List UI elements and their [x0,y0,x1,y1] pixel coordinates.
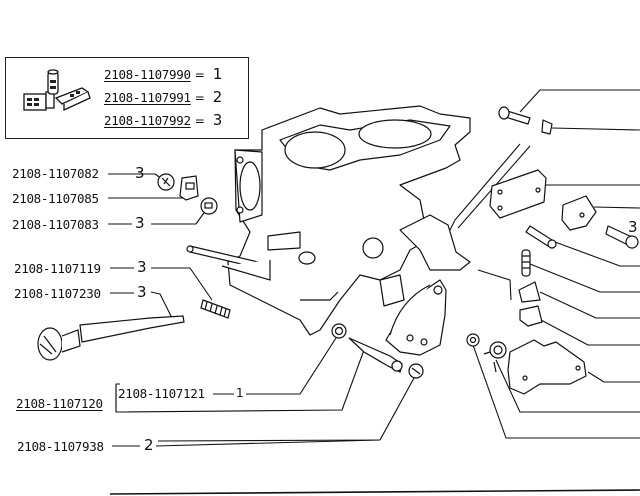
legend-part-number: 2108-1107990 [104,67,191,82]
callout-part-number: 2108-1107119 [14,261,101,276]
leader-line [151,209,207,225]
legend-row: 2108-1107991= 2 [104,87,222,106]
leader-line [495,359,640,413]
callout-part-number: 2108-1107230 [14,286,101,301]
legend-equals: = [194,68,205,82]
callout-kit-number: 3 [137,258,147,276]
stud [525,225,557,249]
leader-line [151,267,213,301]
washer-plug [200,197,218,215]
bracket [489,169,547,219]
leader-line [472,344,640,439]
leader-line [246,337,337,395]
bolt [605,225,639,249]
retaining-clip [466,333,480,347]
leader-line [540,319,640,346]
leader-line [108,187,193,199]
leader-line [519,89,640,113]
nut [408,363,424,379]
legend-row: 2108-1107990= 1 [104,64,222,83]
gasket-ring [331,323,347,339]
cover-plate [179,175,199,201]
repair-kit-legend: 2108-1107990=1 2108-1107991=2 2108-11079… [5,57,249,139]
leader-line [551,127,640,131]
callout-part-number: 2108-1107083 [12,217,99,232]
callout-kit-number: 1 [236,386,244,400]
legend-equals: = [194,114,205,128]
legend-kit-number: 1 [212,65,223,83]
callout-kit-number: 3 [135,214,145,232]
callout-part-number: 2108-1107085 [12,191,99,206]
cam-block [519,305,543,327]
callout-kit-number: 3 [137,283,147,301]
bracket [115,383,120,413]
callout-kit-number: 3 [135,164,145,182]
idle-jet [348,337,403,373]
threaded-stud [521,249,531,277]
torsion-spring [483,341,507,373]
legend-part-number: 2108-1107991 [104,90,191,105]
leader-line [554,241,640,267]
leader-line [593,206,640,209]
legend-part-number: 2108-1107992 [104,113,191,128]
callout-part-number: 2108-1107121 [118,386,205,401]
leader-line [539,291,640,319]
leader-line [587,371,640,383]
callout-part-number: 2108-1107938 [17,439,104,454]
assembly-part-number: 2108-1107120 [16,396,103,411]
callout-kit-number: 2 [144,436,154,454]
repair-kit-icon [23,69,91,112]
throttle-axle [186,245,271,281]
legend-equals: = [194,91,205,105]
clip [541,119,553,135]
lever-bracket [518,281,541,303]
spring [200,299,231,319]
partial-kit-number: 3 [628,218,638,236]
throttle-lever [507,339,587,395]
plate [561,195,597,231]
leader-line [150,291,173,319]
throttle-sector [379,214,471,356]
screw [498,106,531,125]
plug-cap [157,173,175,191]
mixture-adjust-screw [37,315,185,361]
leader-line [529,263,640,293]
carburetor-body [227,105,471,336]
legend-kit-number: 3 [212,111,223,129]
legend-kit-number: 2 [212,88,223,106]
legend-row: 2108-1107992= 3 [104,110,222,129]
leader-line [115,349,365,413]
callout-part-number: 2108-1107082 [12,166,99,181]
